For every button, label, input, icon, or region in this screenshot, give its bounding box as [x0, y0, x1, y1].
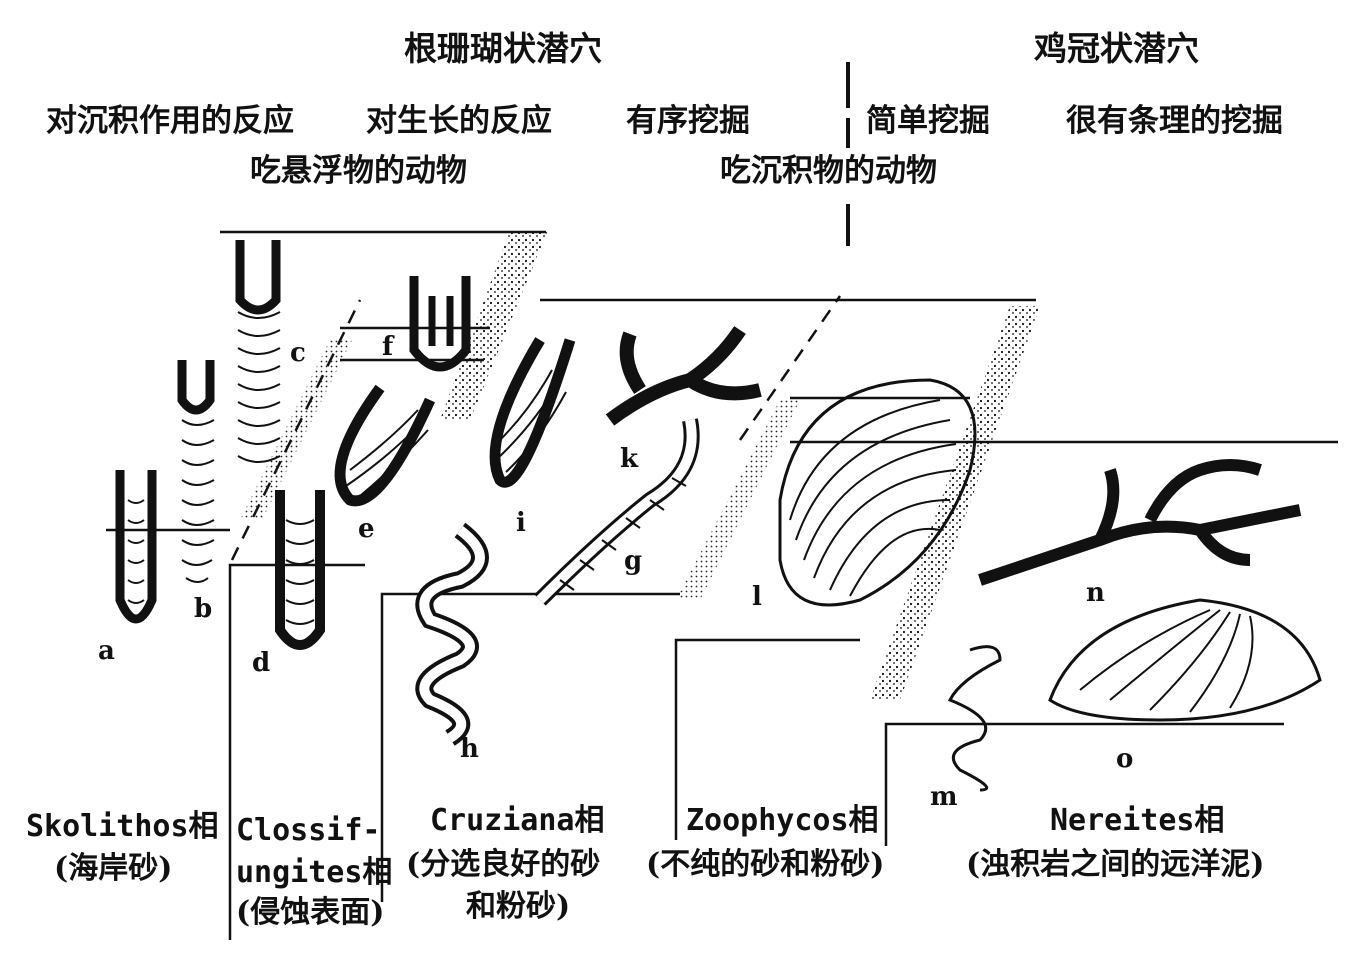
burrow-g [540, 420, 692, 600]
label-simple-digging: 简单挖掘 [866, 106, 990, 137]
label-response-growth: 对生长的反应 [366, 106, 552, 137]
group-title-cockscomb: 鸡冠状潜穴 [1034, 32, 1199, 65]
burrow-f [414, 276, 466, 367]
facies-zoophycos-env: (不纯的砂和粉砂) [646, 850, 884, 880]
letter-i: i [516, 510, 526, 536]
facies-clossifungites-name-2: ungites相 [236, 858, 392, 888]
letter-c: c [290, 340, 306, 366]
facies-nereites-env: (浊积岩之间的远洋泥) [966, 850, 1264, 880]
burrow-b [182, 360, 214, 582]
letter-l: l [752, 584, 762, 610]
burrow-d [280, 490, 320, 645]
facies-cruziana-name: Cruziana相 [430, 806, 605, 836]
burrow-c [238, 240, 280, 462]
letter-a: a [98, 638, 115, 664]
letter-b: b [194, 596, 212, 622]
letter-m: m [930, 784, 958, 810]
burrow-e [340, 388, 430, 501]
burrow-n [980, 465, 1300, 580]
label-deposit-feeders: 吃沉积物的动物 [720, 156, 937, 187]
burrow-m [950, 647, 1000, 790]
letter-e: e [358, 516, 375, 542]
letter-d: d [252, 650, 270, 676]
letter-g: g [624, 548, 642, 574]
facies-clossifungites-env: (侵蚀表面) [236, 898, 384, 928]
burrow-i [495, 340, 570, 482]
label-ordered-digging: 有序挖掘 [626, 106, 750, 137]
letter-o: o [1116, 746, 1133, 772]
label-suspension-feeders: 吃悬浮物的动物 [250, 156, 467, 187]
letter-h: h [460, 736, 479, 762]
facies-skolithos-name: Skolithos相 [26, 812, 219, 842]
group-title-root-coral: 根珊瑚状潜穴 [404, 32, 602, 65]
label-very-ordered-digging: 很有条理的挖掘 [1066, 106, 1283, 137]
facies-skolithos-env: (海岸砂) [54, 854, 172, 884]
burrow-k [610, 330, 760, 420]
facies-nereites-name: Nereites相 [1050, 806, 1225, 836]
letter-f: f [382, 334, 393, 360]
burrow-a [120, 470, 152, 619]
facies-cruziana-env-2: 和粉砂) [466, 892, 570, 922]
facies-cruziana-env-1: (分选良好的砂 [406, 850, 600, 880]
burrow-o [1050, 600, 1320, 720]
facies-clossifungites-name-1: Clossif- [236, 816, 381, 846]
letter-n: n [1086, 580, 1105, 606]
letter-k: k [620, 446, 638, 472]
facies-zoophycos-name: Zoophycos相 [686, 806, 879, 836]
burrow-h [424, 530, 480, 738]
label-response-sedimentation: 对沉积作用的反应 [46, 106, 294, 137]
